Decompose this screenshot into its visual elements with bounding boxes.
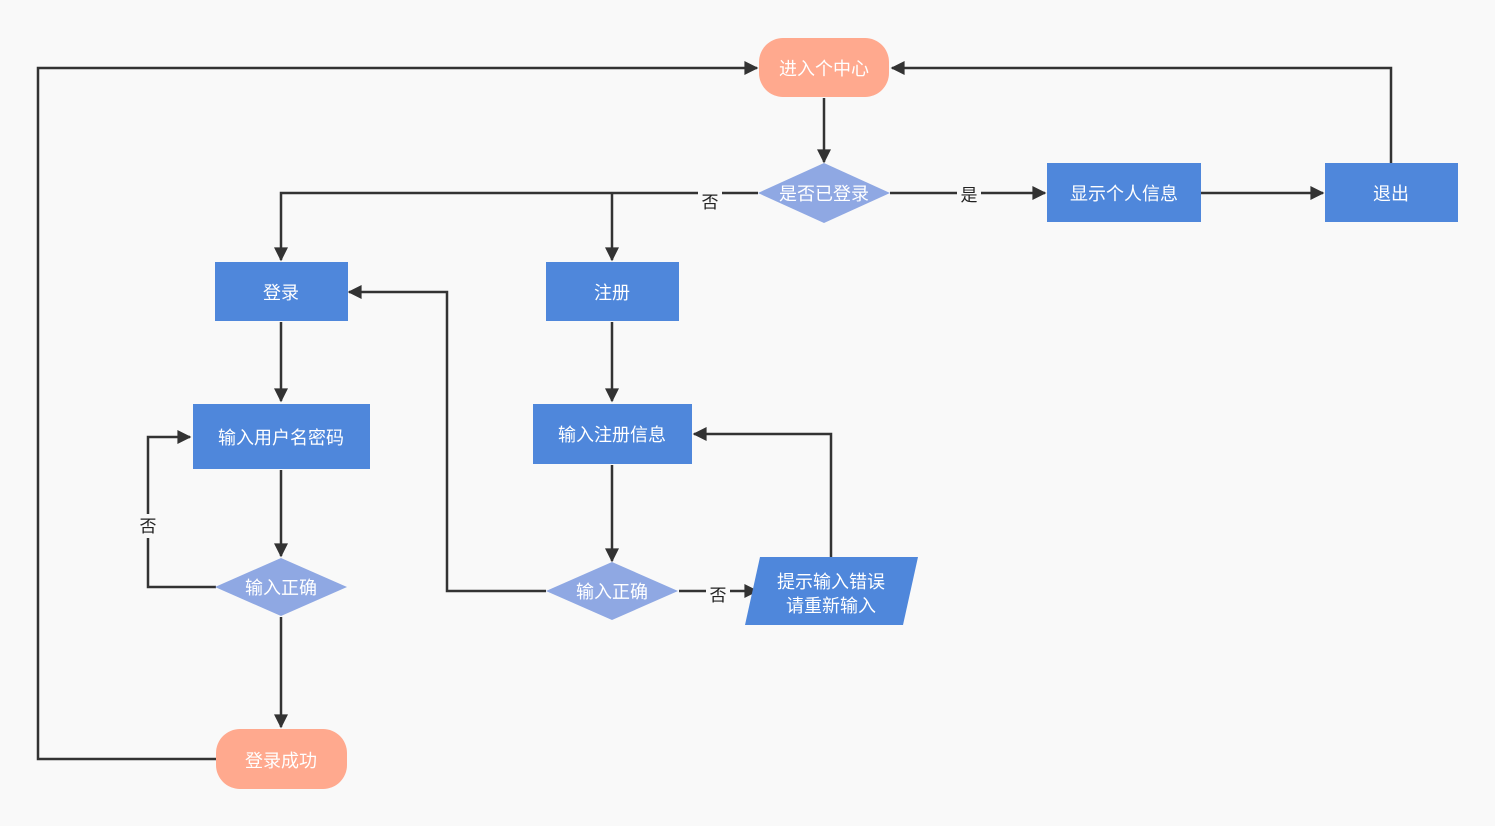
edge-label-no-check: 否 [702,193,719,213]
node-enter-center-label: 进入个中心 [779,59,869,80]
node-register-label: 注册 [594,283,630,304]
node-login-success[interactable]: 登录成功 [216,729,347,789]
node-input-error[interactable]: 提示输入错误 请重新输入 [745,557,918,625]
node-input-error-line1: 提示输入错误 [777,572,885,593]
node-show-info[interactable]: 显示个人信息 [1047,163,1201,222]
edge-logout-to-enter [890,61,1393,163]
edge-label-no-retry: 否 [140,517,157,537]
node-login-success-label: 登录成功 [245,751,317,772]
node-register[interactable]: 注册 [546,262,679,321]
node-login[interactable]: 登录 [215,262,348,321]
node-is-logged-in[interactable]: 是否已登录 [758,163,890,223]
node-login-check[interactable]: 输入正确 [215,558,347,616]
node-login-label: 登录 [263,283,299,304]
node-logout-label: 退出 [1373,184,1409,205]
edge-label-no-error: 否 [710,586,727,606]
node-register-check-label: 输入正确 [576,582,648,603]
node-input-register-info-label: 输入注册信息 [558,425,666,446]
edge-labels: 是 否 否 否 [136,183,981,606]
edge-login-check-retry [146,430,216,589]
node-input-register-info[interactable]: 输入注册信息 [533,404,692,464]
node-register-check[interactable]: 输入正确 [546,562,678,620]
node-show-info-label: 显示个人信息 [1070,184,1178,205]
node-is-logged-in-label: 是否已登录 [779,184,869,205]
node-login-check-label: 输入正确 [245,578,317,599]
node-input-credentials[interactable]: 输入用户名密码 [193,404,370,469]
edge-success-to-enter [36,61,759,761]
node-input-credentials-label: 输入用户名密码 [218,428,344,449]
edge-label-yes: 是 [961,186,978,206]
edge-register-check-to-login [347,285,546,593]
node-logout[interactable]: 退出 [1325,163,1458,222]
node-enter-center[interactable]: 进入个中心 [759,38,889,97]
node-input-error-line2: 请重新输入 [786,596,876,617]
edges [36,61,1393,761]
edge-error-to-info [692,427,833,557]
edge-check-to-login [274,191,758,262]
